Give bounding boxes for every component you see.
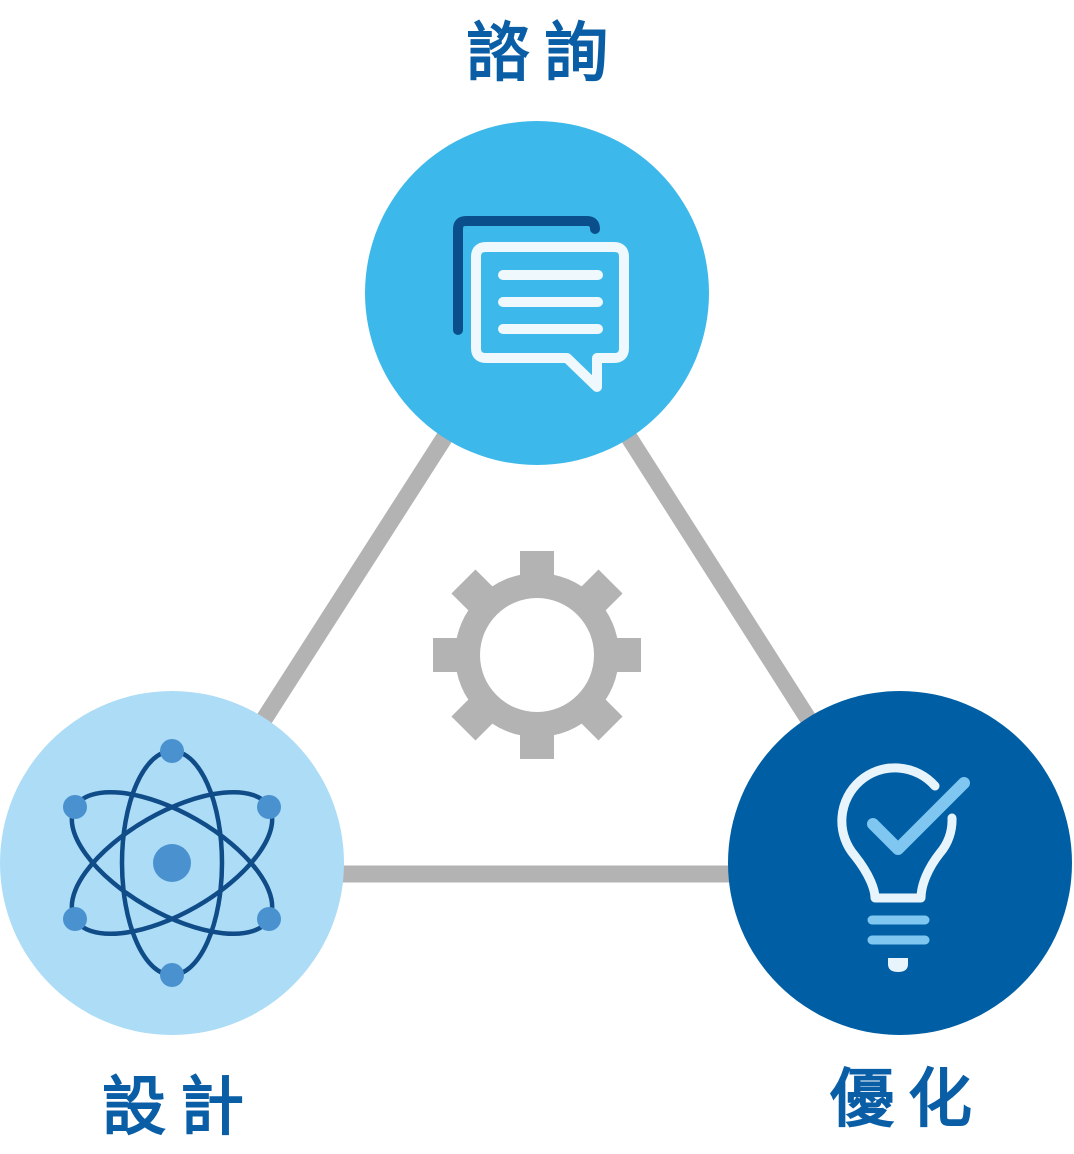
node-consult-label: 諮詢 bbox=[466, 17, 622, 91]
node-optimize bbox=[728, 691, 1072, 1035]
chat-bubbles-icon bbox=[453, 216, 629, 392]
gear-icon bbox=[433, 551, 641, 759]
node-optimize-label: 優化 bbox=[830, 1063, 986, 1137]
node-consult bbox=[365, 121, 709, 465]
node-design-label: 設計 bbox=[102, 1071, 258, 1145]
node-optimize-circle bbox=[728, 691, 1072, 1035]
node-design bbox=[0, 691, 344, 1035]
lightbulb-check-icon bbox=[837, 763, 970, 972]
